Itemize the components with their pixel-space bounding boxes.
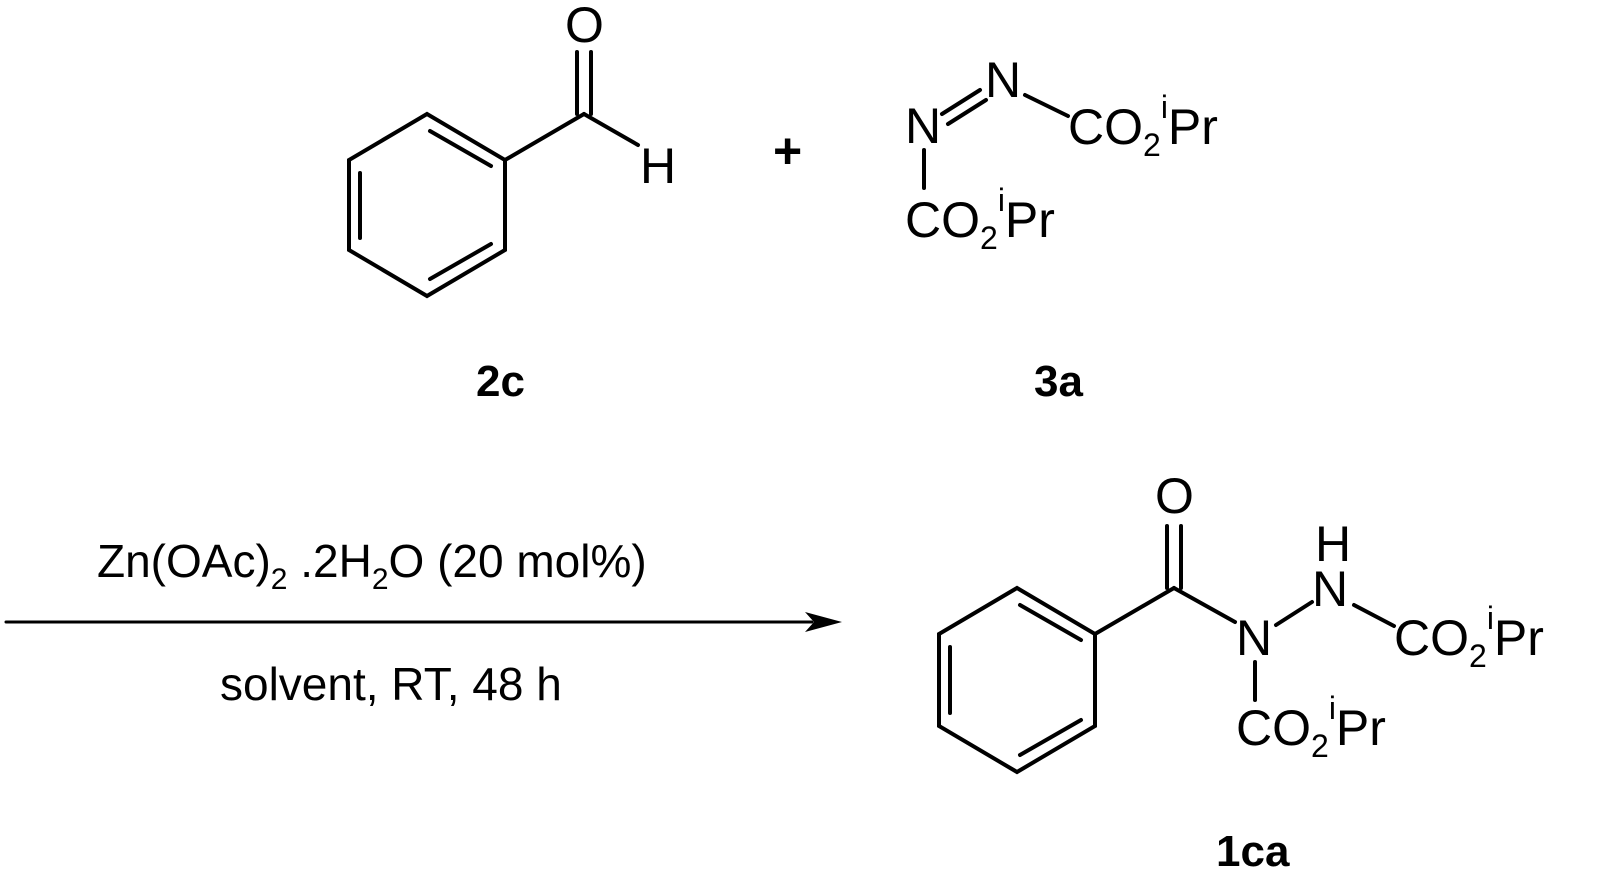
ring-double-bond — [428, 129, 493, 168]
aryl-carbonyl-bond — [1093, 586, 1176, 636]
azo-double-bond — [946, 98, 988, 126]
ester-group: CO2iPr — [1068, 89, 1218, 163]
diazo-structure: N N CO2iPr CO2iPr — [905, 52, 1218, 256]
benzene-ring — [347, 111, 507, 299]
azo-double-bond — [940, 88, 982, 116]
n-ester-bond — [1352, 603, 1396, 628]
n-n-bond — [1274, 600, 1314, 627]
ring-double-bond — [1018, 603, 1083, 642]
solvent-conditions: solvent, RT, 48 h — [220, 658, 562, 710]
nitrogen-atom: N — [985, 52, 1021, 108]
ester-group: CO2iPr — [905, 182, 1055, 256]
aryl-carbonyl-bond — [503, 112, 586, 162]
nitrogen-atom: N — [1312, 561, 1348, 617]
oxygen-atom: O — [1155, 468, 1194, 524]
ester-group: CO2iPr — [1394, 600, 1544, 674]
reagent-conditions: Zn(OAc)2 .2H2O (20 mol%) — [97, 535, 647, 596]
ester-group: CO2iPr — [1236, 690, 1386, 764]
product-structure: O N N H CO2iPr CO2iPr — [937, 468, 1544, 775]
benzaldehyde-structure: O H — [347, 0, 676, 299]
nitrogen-atom: N — [905, 98, 941, 154]
reaction-arrow-head — [805, 612, 842, 632]
ring-double-bond — [428, 242, 493, 281]
oxygen-atom: O — [565, 0, 604, 53]
compound-label-3a: 3a — [1034, 357, 1083, 406]
hydrogen-atom: H — [1315, 516, 1351, 572]
benzene-ring — [937, 585, 1097, 775]
n-ester-bond — [1023, 93, 1070, 118]
compound-label-1ca: 1ca — [1216, 827, 1290, 876]
ring-double-bond — [1018, 718, 1083, 757]
aldehyde-h-bond — [582, 112, 640, 147]
nitrogen-atom: N — [1236, 610, 1272, 666]
carbonyl-n-bond — [1172, 586, 1237, 624]
compound-label-2c: 2c — [476, 357, 525, 406]
plus-sign: + — [773, 123, 802, 179]
hydrogen-atom: H — [640, 138, 676, 194]
